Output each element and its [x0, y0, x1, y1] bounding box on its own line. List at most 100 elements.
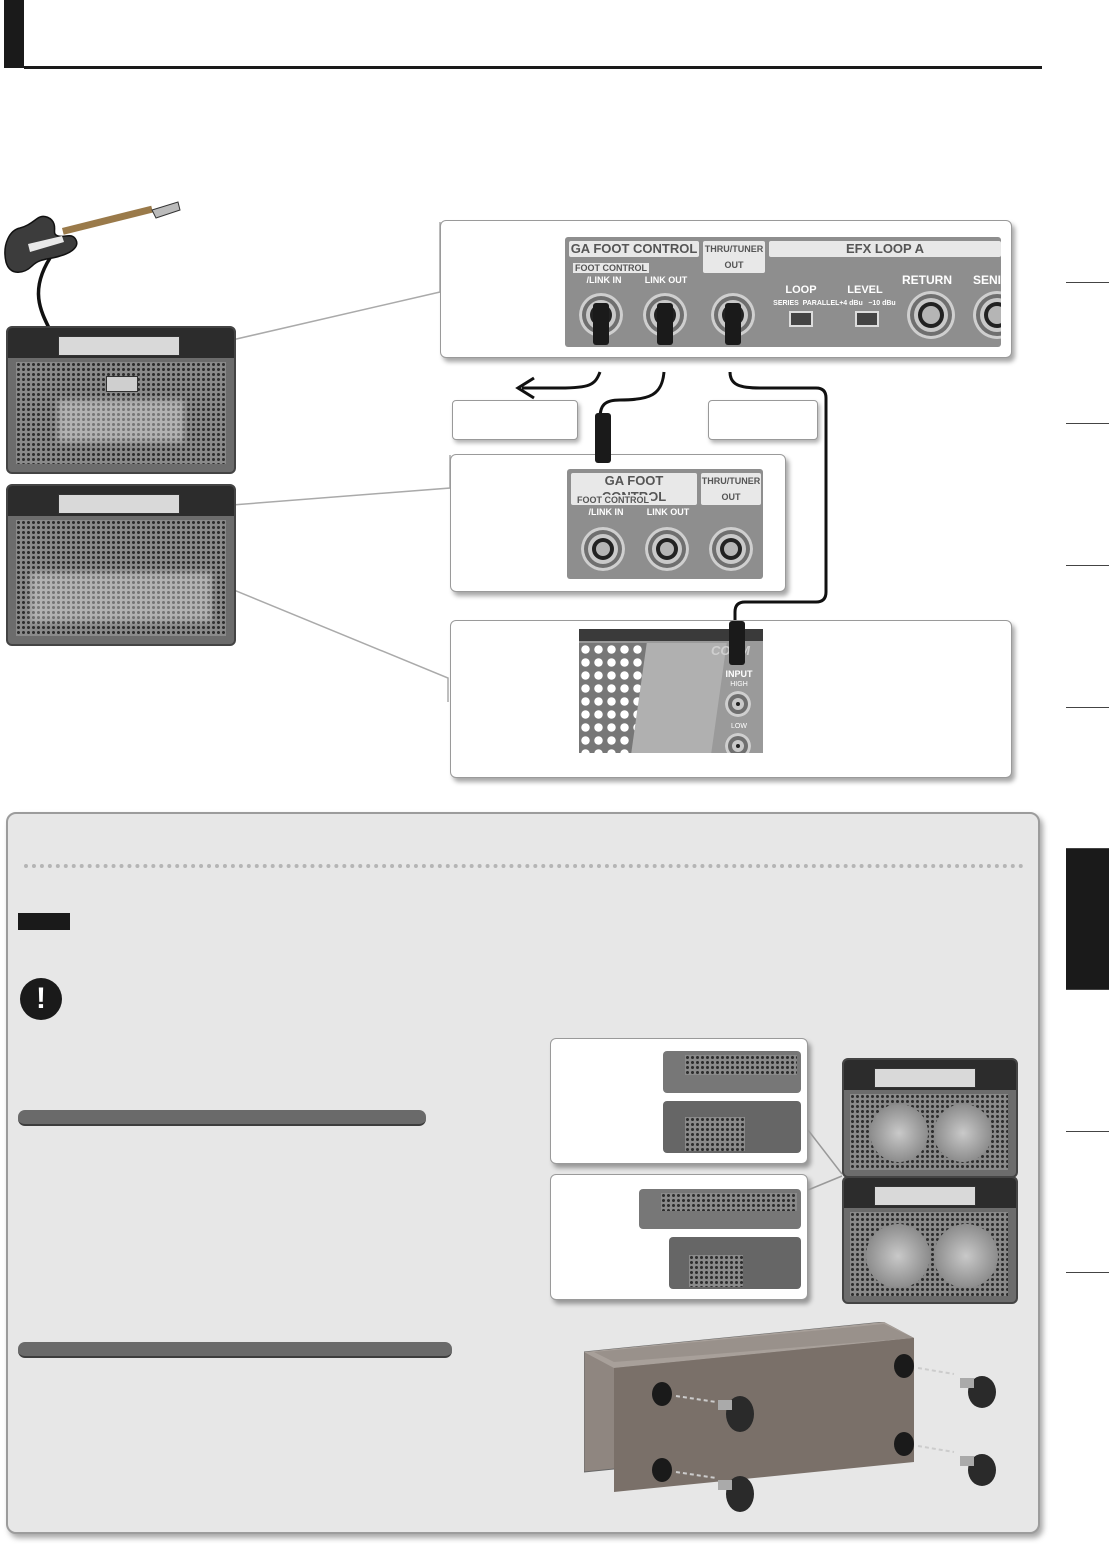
series-label: SERIES: [773, 300, 799, 307]
link-in-label: /LINK IN: [586, 275, 622, 285]
link-out-label: LINK OUT: [644, 275, 688, 285]
foot-control-label: FOOT CONTROL: [573, 263, 649, 273]
caster-wheel-icon: [718, 1396, 754, 1432]
parallel-label: PARALLEL: [802, 300, 840, 307]
plug-link-in: [595, 413, 611, 463]
subheading-bar-1: [18, 1110, 426, 1126]
side-tab-3[interactable]: [1066, 565, 1109, 707]
amp-speaker-grille: [16, 520, 226, 636]
return-label: RETURN: [902, 273, 952, 287]
upper-cabinet-corner: [639, 1189, 801, 1229]
speaker-cone-right: [934, 1104, 992, 1162]
thru-tuner-out-label: THRU/TUNER OUT: [703, 241, 765, 273]
foot-control-label: FOOT CONTROL: [575, 495, 651, 505]
side-tab-1[interactable]: [1066, 282, 1109, 423]
speaker-cone-left: [870, 1104, 928, 1162]
amp-control-panel: [874, 1186, 976, 1206]
grille-strip: [661, 1193, 797, 1211]
caster-socket: [652, 1458, 672, 1482]
lower-jack-panel: GA FOOT CONTROL THRU/TUNER OUT FOOT CONT…: [567, 469, 763, 579]
amp-control-panel: [874, 1068, 976, 1088]
grille-strip: [689, 1255, 743, 1287]
link-in-jack[interactable]: [581, 527, 625, 571]
roland-logo: [106, 376, 138, 392]
lower-cabinet-corner: [663, 1101, 801, 1153]
section-header-marker: [4, 0, 24, 68]
upper-cabinet-corner: [663, 1051, 801, 1093]
loop-switch[interactable]: [789, 311, 813, 327]
caster-socket: [894, 1354, 914, 1378]
lower-amp-jacks-callout: GA FOOT CONTROL THRU/TUNER OUT FOOT CONT…: [450, 413, 786, 592]
caster-socket: [652, 1382, 672, 1406]
callout-bubble-left: [452, 400, 578, 440]
caster-installation-illustration: [584, 1322, 996, 1512]
link-out-label: LINK OUT: [646, 507, 690, 517]
stacked-amp-lower: [842, 1176, 1018, 1304]
amp-speaker-grille: [16, 362, 226, 464]
guitar-cable: [36, 257, 52, 331]
side-tab-bottom-rule: [1066, 1272, 1109, 1273]
amp-text-smudge: [30, 572, 212, 622]
send-jack[interactable]: [973, 291, 1001, 339]
ga-foot-control-label: GA FOOT CONTROL: [569, 241, 699, 257]
link-in-label: /LINK IN: [588, 507, 624, 517]
stacking-closeup-callout-1: [550, 1038, 808, 1164]
input-high-jack[interactable]: [725, 691, 751, 717]
link-out-jack[interactable]: [645, 527, 689, 571]
input-low-jack[interactable]: [725, 733, 751, 753]
dotted-divider: [24, 864, 1024, 868]
minus10-dbu-label: −10 dBu: [868, 300, 896, 307]
section-header-rule: [24, 66, 1042, 69]
electric-guitar-image: [4, 201, 181, 273]
stacking-leader-lines: [807, 1129, 843, 1191]
grille-strip: [685, 1055, 797, 1075]
caster-wheel-icon: [960, 1454, 996, 1486]
plug-tuner-out: [725, 303, 741, 345]
side-tab-2[interactable]: [1066, 423, 1109, 565]
side-tab-6[interactable]: [1066, 989, 1109, 1131]
return-jack[interactable]: [907, 291, 955, 339]
upper-amplifier: [6, 326, 236, 474]
stacked-amp-upper: [842, 1058, 1018, 1178]
lower-cabinet-corner: [669, 1237, 801, 1289]
input-label: INPUT: [725, 669, 753, 679]
plus4-dbu-label: +4 dBu: [839, 300, 863, 307]
speaker-cone-left: [866, 1224, 930, 1288]
leader-line-top: [231, 222, 441, 341]
amp-control-panel: [58, 336, 180, 356]
cabinet-edge: [579, 629, 763, 641]
left-arrow-icon: [515, 376, 535, 400]
side-tab-4[interactable]: [1066, 707, 1109, 849]
side-tab-7[interactable]: [1066, 1131, 1109, 1273]
amp-control-panel: [58, 494, 180, 514]
upper-amp-jacks-callout: GA FOOT CONTROL THRU/TUNER OUT EFX LOOP …: [440, 220, 1012, 358]
low-label: LOW: [731, 723, 747, 730]
upper-jack-panel: GA FOOT CONTROL THRU/TUNER OUT EFX LOOP …: [565, 237, 1001, 347]
efx-loop-label: EFX LOOP A: [769, 241, 1001, 257]
thru-tuner-out-label: THRU/TUNER OUT: [701, 473, 761, 505]
side-handle: [631, 643, 727, 753]
speaker-cone-right: [934, 1224, 998, 1288]
caution-icon: !: [20, 978, 62, 1020]
plug-link-out: [657, 303, 673, 345]
caster-wheel-icon: [960, 1376, 996, 1408]
amp-text-smudge: [58, 400, 184, 442]
grille-strip: [685, 1117, 745, 1151]
lower-amplifier: [6, 484, 236, 646]
input-jack-callout: COSM INPUT HIGH LOW: [450, 620, 1012, 778]
tuner-out-cable: [728, 371, 828, 628]
thru-tuner-out-jack[interactable]: [709, 527, 753, 571]
plug-input: [729, 621, 745, 665]
side-tab-5-active[interactable]: [1066, 848, 1109, 989]
level-label: LEVEL: [847, 284, 883, 296]
leader-line-middle: [231, 455, 451, 506]
plug-link-in: [593, 303, 609, 345]
note-tag: [18, 913, 70, 930]
send-label: SENI: [972, 273, 1001, 287]
loop-label: LOOP: [785, 284, 817, 296]
caster-wheel-icon: [718, 1476, 754, 1512]
high-label: HIGH: [730, 681, 748, 688]
level-switch[interactable]: [855, 311, 879, 327]
stacking-closeup-callout-2: [550, 1174, 808, 1300]
caster-socket: [894, 1432, 914, 1456]
